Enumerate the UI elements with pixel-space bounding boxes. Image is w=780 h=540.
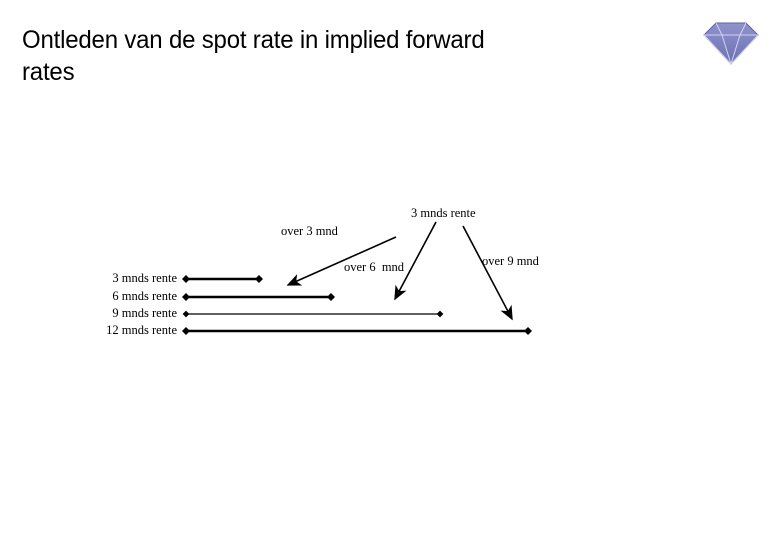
- row-label-6-mnds: 6 mnds rente: [112, 289, 177, 303]
- bar-endpoint-diamond: [182, 293, 190, 301]
- row-label-12-mnds: 12 mnds rente: [106, 323, 177, 337]
- row-label-9-mnds: 9 mnds rente: [112, 306, 177, 320]
- maturity-bar-1: [182, 275, 263, 283]
- annotation-over-3-mnd: over 3 mnd: [281, 224, 338, 238]
- bar-endpoint-diamond: [255, 275, 263, 283]
- annotation-3-mnds-rente: 3 mnds rente: [411, 206, 476, 220]
- diamond-gem-icon: [702, 18, 760, 68]
- maturity-bar-4: [182, 327, 532, 335]
- annotation-over-9-mnd: over 9 mnd: [482, 254, 539, 268]
- page-title: Ontleden van de spot rate in implied for…: [22, 26, 485, 86]
- bar-endpoint-diamond: [182, 327, 190, 335]
- bar-endpoint-diamond: [182, 310, 190, 318]
- bar-endpoint-diamond: [182, 275, 190, 283]
- annotation-over-6-mnd: over 6 mnd: [344, 260, 405, 274]
- bar-endpoint-diamond: [327, 293, 335, 301]
- row-label-3-mnds: 3 mnds rente: [112, 271, 177, 285]
- bar-endpoint-diamond: [436, 310, 444, 318]
- maturity-bar-2: [182, 293, 335, 301]
- arrow-over-9-mnd: [462, 225, 513, 321]
- bar-group: [182, 275, 532, 335]
- bar-endpoint-diamond: [524, 327, 532, 335]
- maturity-bar-3: [182, 310, 444, 318]
